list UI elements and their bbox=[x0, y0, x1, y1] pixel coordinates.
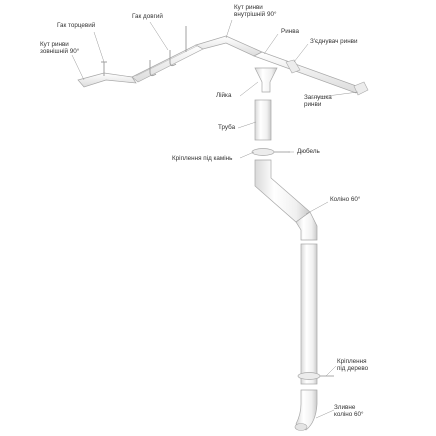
leader-drain-elbow bbox=[315, 409, 335, 419]
leader-inner-corner bbox=[225, 19, 233, 39]
leader-long-hook bbox=[149, 21, 169, 51]
long-hook-2 bbox=[169, 50, 177, 67]
leader-lines bbox=[71, 19, 359, 419]
pipe-upper bbox=[254, 99, 272, 141]
label-connector: З'єднувач ринви bbox=[310, 38, 358, 45]
label-outer-corner-line1: Кут ринви bbox=[40, 41, 69, 48]
wood-bracket bbox=[297, 372, 334, 380]
drain-elbow-outlet bbox=[294, 423, 308, 431]
gutter-left-run bbox=[131, 44, 204, 83]
leader-end-hook bbox=[93, 31, 105, 63]
leader-funnel bbox=[239, 81, 259, 97]
label-inner-corner: Кут ринви внутрішній 90° bbox=[234, 4, 276, 18]
hooks bbox=[101, 26, 187, 77]
label-inner-corner-line2: внутрішній 90° bbox=[234, 11, 277, 19]
label-outer-corner-line2: зовнішній 90° bbox=[40, 48, 80, 56]
leader-connector bbox=[293, 43, 309, 63]
leader-wood-bracket bbox=[325, 365, 337, 377]
pipe-lower bbox=[300, 243, 318, 385]
label-wood-bracket-line1: Кріплення bbox=[337, 358, 367, 365]
label-wood-bracket-line2: під дерево bbox=[337, 365, 369, 373]
leader-outer-corner bbox=[71, 54, 85, 81]
label-end-cap: Заглушка ринви bbox=[304, 94, 332, 108]
label-wood-bracket: Кріплення під дерево bbox=[337, 358, 368, 372]
label-pipe: Труба bbox=[218, 124, 236, 131]
leader-gutter bbox=[263, 33, 279, 55]
outer-corner-90 bbox=[77, 72, 137, 88]
label-stone-bracket: Кріплення під камінь bbox=[172, 155, 233, 162]
gutter-connector bbox=[285, 59, 301, 74]
label-elbow-60: Коліно 60° bbox=[330, 196, 361, 203]
label-funnel: Лійка bbox=[216, 92, 232, 99]
stone-bracket bbox=[251, 148, 290, 156]
elbow-60-upper bbox=[254, 159, 311, 223]
label-drain-elbow: Зливне коліно 60° bbox=[334, 404, 364, 418]
label-gutter: Ринва bbox=[281, 28, 299, 35]
gutter-left-inner bbox=[135, 45, 198, 77]
label-end-cap-line2: ринви bbox=[304, 101, 322, 109]
inner-corner-90 bbox=[195, 35, 263, 57]
label-dowel: Дюбель bbox=[297, 148, 320, 155]
long-hook-1 bbox=[149, 60, 157, 77]
drain-elbow bbox=[295, 389, 318, 431]
leader-elbow-60 bbox=[305, 201, 329, 215]
label-drain-elbow-line1: Зливне bbox=[334, 404, 356, 411]
gutter-right-section bbox=[253, 51, 369, 96]
label-end-cap-line1: Заглушка bbox=[304, 94, 332, 101]
leader-pipe bbox=[237, 121, 257, 129]
leader-end-cap bbox=[311, 91, 359, 99]
leader-stone-bracket bbox=[239, 151, 255, 159]
gutter-left-section bbox=[77, 44, 204, 88]
funnel bbox=[254, 67, 278, 93]
label-outer-corner: Кут ринви зовнішній 90° bbox=[40, 41, 79, 55]
label-drain-elbow-line2: коліно 60° bbox=[334, 411, 364, 419]
label-end-hook: Гак торцевий bbox=[57, 22, 96, 29]
label-inner-corner-line1: Кут ринви bbox=[234, 4, 263, 11]
label-long-hook: Гак довгий bbox=[132, 13, 163, 20]
